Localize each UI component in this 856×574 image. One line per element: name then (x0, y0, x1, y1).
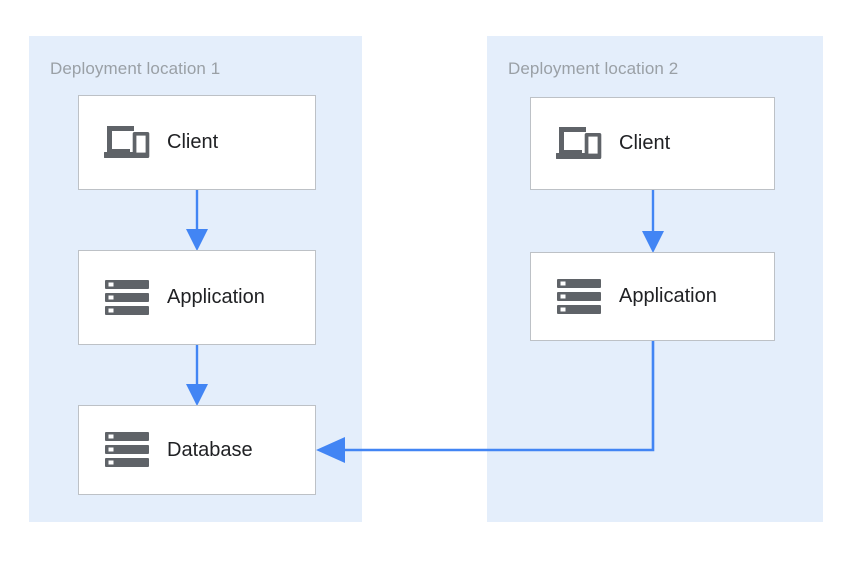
node-application-1[interactable]: Application (78, 250, 316, 345)
node-application-1-label: Application (167, 286, 265, 308)
devices-icon (553, 122, 605, 166)
node-client-2[interactable]: Client (530, 97, 775, 190)
server-icon (553, 275, 605, 319)
node-client-2-label: Client (619, 132, 671, 154)
node-application-2-label: Application (619, 285, 717, 307)
node-client-1-label: Client (167, 131, 219, 153)
node-application-2[interactable]: Application (530, 252, 775, 341)
devices-icon (101, 121, 153, 165)
deployment-zone-1-label: Deployment location 1 (50, 59, 221, 78)
node-database-1-label: Database (167, 438, 253, 461)
server-icon (101, 428, 153, 472)
node-client-1[interactable]: Client (78, 95, 316, 190)
deployment-zone-2-label: Deployment location 2 (508, 59, 679, 78)
node-database-1[interactable]: Database (78, 405, 316, 495)
server-icon (101, 276, 153, 320)
